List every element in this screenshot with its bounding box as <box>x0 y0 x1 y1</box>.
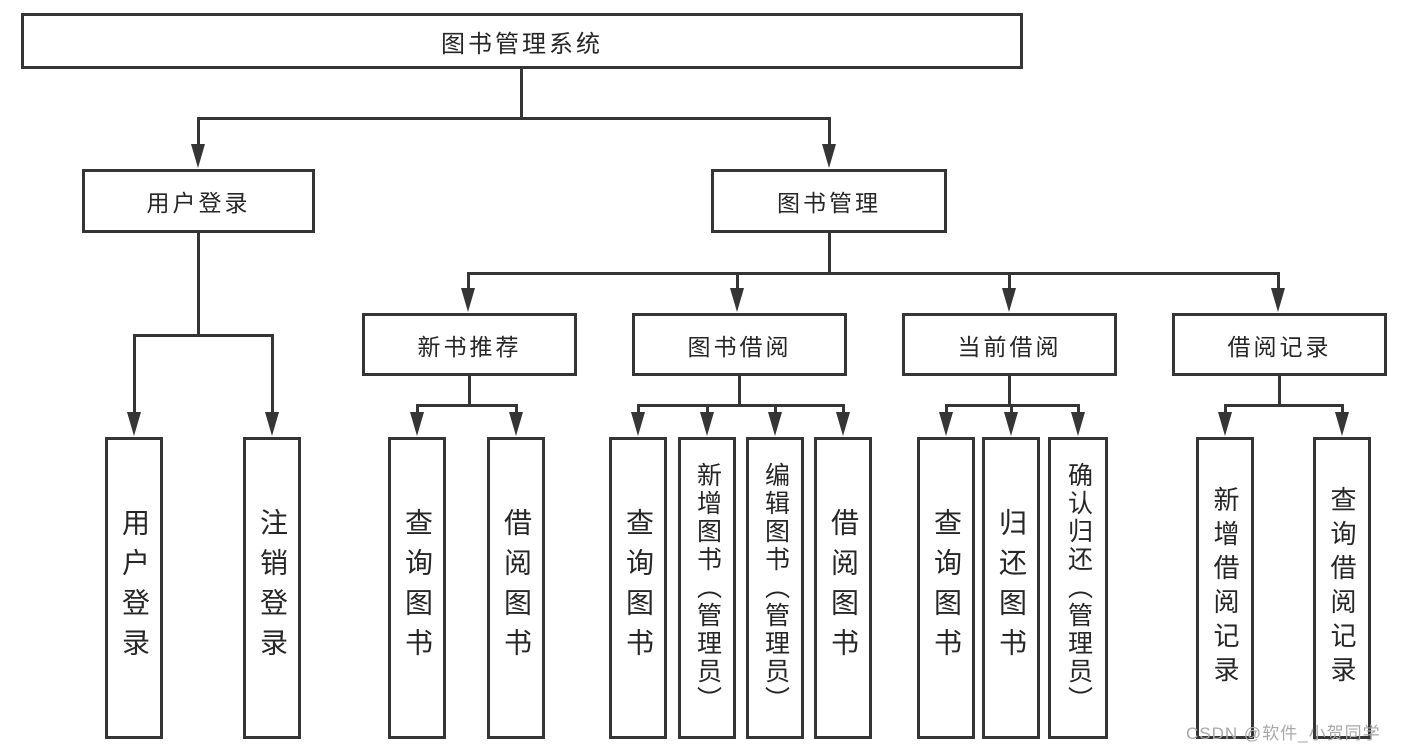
arrowhead-icon <box>1004 412 1018 436</box>
connector-shaft <box>945 404 948 416</box>
leaf-return-book-label: 归还图书 <box>996 508 1027 668</box>
connector-root-branch <box>197 117 831 120</box>
leaf-add-book-admin-label: 新增图书（管理员） <box>693 462 722 714</box>
arrowhead-icon <box>631 412 645 436</box>
connector-stem <box>1008 375 1011 407</box>
node-borrowing-records-label: 借阅记录 <box>1227 333 1332 360</box>
connector-shaft <box>736 272 739 292</box>
arrowhead-icon <box>730 288 744 312</box>
arrowhead-icon <box>939 412 953 436</box>
connector-branch <box>1224 404 1344 407</box>
node-book-borrowing-label: 图书借阅 <box>687 333 792 360</box>
leaf-query-books-borrowing-label: 查询图书 <box>623 508 654 668</box>
leaf-query-borrow-record: 查询借阅记录 <box>1313 437 1371 739</box>
arrowhead-icon <box>822 144 836 168</box>
connector-stem <box>738 375 741 407</box>
leaf-logout-label: 注销登录 <box>257 508 288 668</box>
leaf-user-login: 用户登录 <box>105 437 163 739</box>
leaf-confirm-return-admin: 确认归还（管理员） <box>1048 437 1108 739</box>
arrowhead-icon <box>836 412 850 436</box>
connector-userlogin-branch <box>133 334 274 337</box>
node-user-login-label: 用户登录 <box>146 190 251 216</box>
connector-shaft <box>197 117 200 149</box>
connector-branch <box>416 404 518 407</box>
node-root-label: 图书管理系统 <box>441 30 603 58</box>
arrowhead-icon <box>265 412 279 436</box>
arrowhead-icon <box>1002 288 1016 312</box>
leaf-borrow-books-borrowing: 借阅图书 <box>814 437 872 739</box>
connector-shaft <box>1010 404 1013 416</box>
connector-shaft <box>706 404 709 416</box>
arrowhead-icon <box>1218 412 1232 436</box>
leaf-add-book-admin: 新增图书（管理员） <box>678 437 736 739</box>
arrowhead-icon <box>1335 412 1349 436</box>
arrowhead-icon <box>700 412 714 436</box>
connector-stem <box>468 375 471 407</box>
leaf-add-borrow-record: 新增借阅记录 <box>1196 437 1254 739</box>
node-root: 图书管理系统 <box>21 13 1023 69</box>
connector-shaft <box>416 404 419 416</box>
connector-userlogin-stem <box>197 232 200 337</box>
node-book-management: 图书管理 <box>711 169 947 233</box>
connector-bookmgmt-stem <box>828 232 831 275</box>
node-book-borrowing: 图书借阅 <box>632 313 847 376</box>
node-borrowing-records: 借阅记录 <box>1172 313 1387 376</box>
watermark-text: CSDN @软件_小贺同学 <box>1186 724 1381 743</box>
leaf-edit-book-admin: 编辑图书（管理员） <box>746 437 804 739</box>
node-new-book-recommend: 新书推荐 <box>362 313 577 376</box>
leaf-query-books-current-label: 查询图书 <box>931 508 962 668</box>
arrowhead-icon <box>1271 288 1285 312</box>
node-current-borrowing: 当前借阅 <box>902 313 1117 376</box>
connector-shaft <box>774 404 777 416</box>
leaf-borrow-books-recommend-label: 借阅图书 <box>501 508 532 668</box>
leaf-borrow-books-borrowing-label: 借阅图书 <box>828 508 859 668</box>
node-new-book-recommend-label: 新书推荐 <box>417 333 522 360</box>
connector-shaft <box>1008 272 1011 292</box>
connector-stem <box>1278 375 1281 407</box>
arrowhead-icon <box>509 412 523 436</box>
connector-shaft <box>1077 404 1080 416</box>
connector-shaft <box>828 117 831 149</box>
arrowhead-icon <box>410 412 424 436</box>
leaf-query-books-borrowing: 查询图书 <box>609 437 667 739</box>
node-user-login: 用户登录 <box>82 169 315 233</box>
leaf-query-borrow-record-label: 查询借阅记录 <box>1327 486 1357 690</box>
arrowhead-icon <box>461 288 475 312</box>
connector-shaft <box>1224 404 1227 416</box>
connector-bookmgmt-branch <box>467 272 1280 275</box>
node-book-management-label: 图书管理 <box>777 190 881 216</box>
connector-shaft <box>133 334 136 416</box>
leaf-return-book: 归还图书 <box>982 437 1040 739</box>
connector-branch <box>637 404 845 407</box>
connector-shaft <box>637 404 640 416</box>
arrowhead-icon <box>1071 412 1085 436</box>
leaf-borrow-books-recommend: 借阅图书 <box>487 437 545 739</box>
leaf-query-books-recommend: 查询图书 <box>388 437 446 739</box>
leaf-confirm-return-admin-label: 确认归还（管理员） <box>1064 462 1093 714</box>
leaf-logout: 注销登录 <box>243 437 301 739</box>
leaf-edit-book-admin-label: 编辑图书（管理员） <box>761 462 790 714</box>
leaf-user-login-label: 用户登录 <box>119 508 150 668</box>
leaf-query-books-recommend-label: 查询图书 <box>402 508 433 668</box>
connector-root-stem <box>520 69 523 120</box>
leaf-add-borrow-record-label: 新增借阅记录 <box>1210 486 1240 690</box>
connector-shaft <box>467 272 470 292</box>
connector-shaft <box>271 334 274 416</box>
arrowhead-icon <box>768 412 782 436</box>
arrowhead-icon <box>127 412 141 436</box>
leaf-query-books-current: 查询图书 <box>917 437 975 739</box>
connector-shaft <box>842 404 845 416</box>
connector-shaft <box>515 404 518 416</box>
connector-shaft <box>1341 404 1344 416</box>
connector-shaft <box>1277 272 1280 292</box>
arrowhead-icon <box>191 144 205 168</box>
node-current-borrowing-label: 当前借阅 <box>957 333 1062 360</box>
